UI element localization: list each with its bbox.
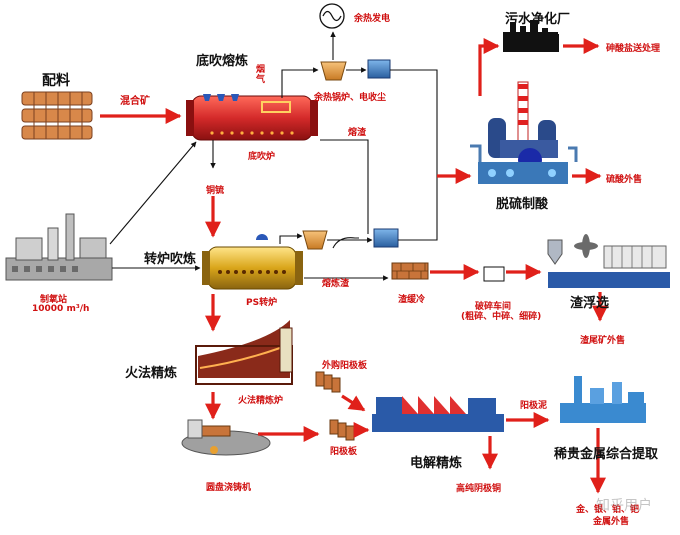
label-electrorefining: 电解精炼: [410, 456, 463, 471]
label-mixed-ore: 混合矿: [120, 96, 150, 107]
label-fire-refining-furnace: 火法精炼炉: [238, 396, 284, 406]
label-sulfuric-acid-sale: 硫酸外售: [606, 175, 643, 185]
label-fire-refining: 火法精炼: [125, 366, 178, 381]
label-ps-converter: PS转炉: [246, 298, 278, 308]
label-desulfurization-acid: 脱硫制酸: [496, 197, 549, 212]
ps-converter-icon: [202, 234, 303, 290]
label-precious-metals-2: 金属外售: [593, 517, 630, 527]
casting-wheel-icon: [181, 419, 271, 456]
label-purchased-anode: 外购阳极板: [322, 361, 368, 371]
label-arsenate: 砷酸盐送处理: [606, 44, 661, 54]
label-copper-matte: 铜锍: [206, 186, 225, 196]
anode-plate-icon: [329, 419, 355, 441]
crusher-icon: [483, 266, 505, 282]
electrolysis-tank-icon: [372, 396, 504, 432]
oxygen-plant-icon: [5, 213, 113, 281]
process-lines: [109, 31, 438, 281]
boiler-icon: [320, 61, 347, 81]
precious-metal-plant-icon: [560, 376, 646, 423]
batching-icon: [21, 91, 93, 140]
label-slag-top: 熔渣: [348, 128, 367, 138]
anode-plate-icon: [315, 371, 341, 393]
label-bottom-blow-smelting: 底吹熔炼: [196, 54, 249, 69]
boiler-icon: [302, 230, 328, 250]
label-smelting-slag: 熔炼渣: [322, 279, 350, 289]
bottom-blowing-furnace-icon: [186, 94, 318, 141]
label-precious-metal-recovery: 稀贵金属综合提取: [554, 447, 659, 462]
label-oxygen-capacity: 10000 m³/h: [32, 304, 90, 314]
generator-icon: [319, 3, 345, 29]
label-tailings-sale: 渣尾矿外售: [580, 336, 626, 346]
esp-box-icon: [367, 59, 391, 79]
label-oxygen-plant: 制氧站: [40, 295, 68, 305]
slag-cooling-icon: [391, 262, 429, 280]
label-casting-wheel: 圆盘浇铸机: [206, 483, 252, 493]
label-batching: 配料: [42, 73, 70, 89]
label-crushing-workshop: 破碎车间: [475, 302, 512, 312]
acid-plant-icon: [470, 81, 578, 184]
label-anode-slime: 阳极泥: [520, 401, 548, 411]
label-wastewater-plant: 污水净化厂: [505, 12, 571, 27]
label-slag-slow-cooling: 渣缓冷: [398, 295, 426, 305]
label-cathode-copper: 高纯阴极铜: [456, 484, 502, 494]
label-waste-heat-power: 余热发电: [354, 14, 391, 24]
label-flue-gas: 烟气: [254, 64, 264, 84]
refining-furnace-icon: [195, 320, 293, 385]
flotation-icon: [547, 234, 670, 288]
label-precious-metals-1: 金、银、铂、钯: [576, 505, 640, 515]
label-converter-blowing: 转炉吹炼: [144, 252, 197, 267]
label-boiler-esp: 余热锅炉、电收尘: [314, 93, 387, 103]
label-slag-flotation: 渣浮选: [570, 296, 610, 311]
water-plant-icon: [503, 20, 559, 52]
label-anode-plate: 阳极板: [330, 447, 358, 457]
label-crushing-detail: (粗碎、中碎、细碎): [461, 312, 542, 322]
material-arrows: [100, 38, 608, 494]
esp-box-icon: [373, 228, 399, 248]
label-bottom-blow-furnace: 底吹炉: [248, 152, 276, 162]
watermark: 知乎用户: [596, 498, 652, 514]
